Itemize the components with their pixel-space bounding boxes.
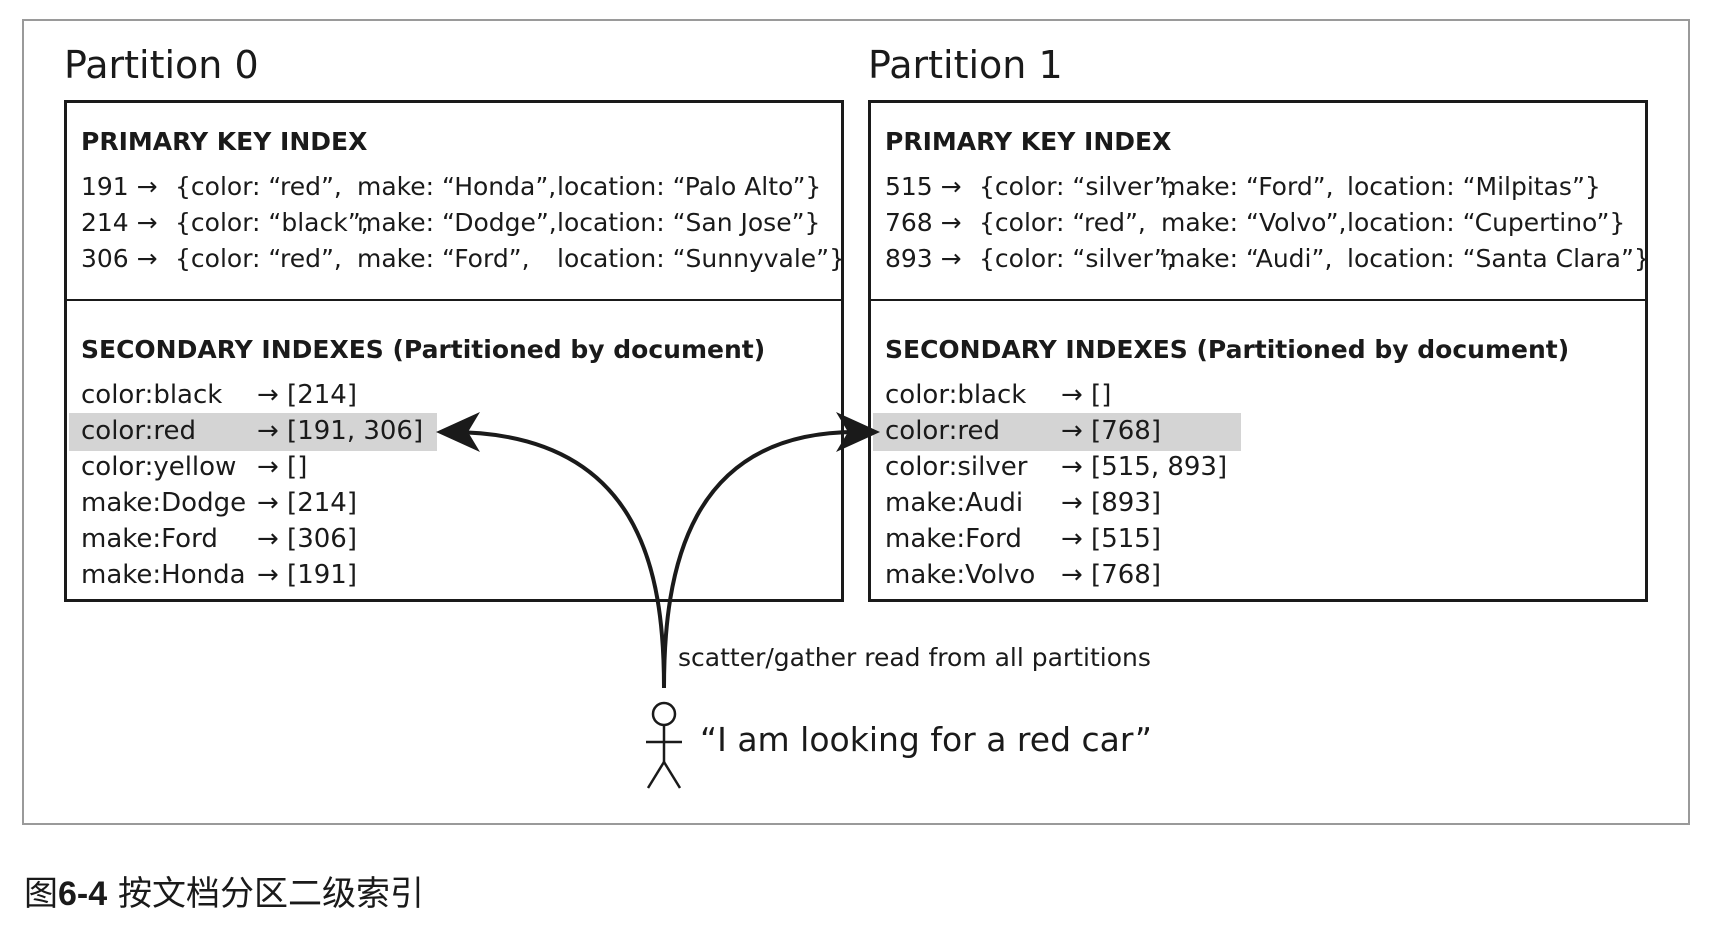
caption-number: 6-4 [58,875,108,913]
partition-1-primary-title: PRIMARY KEY INDEX [885,127,1172,156]
partition-0-primary-title: PRIMARY KEY INDEX [81,127,368,156]
partition-0-title: Partition 0 [64,43,259,87]
index-key: color:red [81,416,196,446]
partition-1-secondary-row-highlighted: color:red → [768] [885,413,1445,449]
caption-prefix: 图 [24,874,58,914]
row-location: location: “San Jose”} [557,208,821,237]
partition-1-box: PRIMARY KEY INDEX 515 → {color: “silver”… [868,100,1650,602]
row-location: location: “Santa Clara”} [1347,244,1650,273]
partition-1-title: Partition 1 [868,43,1063,87]
partition-1-secondary-row: color:black → [] [885,377,1445,413]
partition-1-secondary-row: make:Audi → [893] [885,485,1445,521]
row-location: location: “Palo Alto”} [557,172,822,201]
partition-0-highlight [69,413,437,451]
row-make: make: “Volvo”, [1161,208,1347,237]
row-color: {color: “black”, [175,208,369,237]
partition-0-secondary-row: make:Honda → [191] [81,557,641,593]
partition-1-secondary-row: make:Ford → [515] [885,521,1445,557]
index-key: make:Audi [885,488,1024,518]
index-key: color:black [81,380,223,410]
row-color: {color: “red”, [175,244,342,273]
row-id: 768 → [885,208,962,237]
partition-1-secondary-row: make:Volvo → [768] [885,557,1445,593]
user-quote: “I am looking for a red car” [700,720,1152,759]
index-key: make:Dodge [81,488,247,518]
index-value: → [] [1061,380,1112,410]
index-value: → [306] [257,524,357,554]
row-make: make: “Honda”, [357,172,557,201]
figure-caption: 图6-4 按文档分区二级索引 [24,872,424,916]
index-key: color:yellow [81,452,237,482]
row-color: {color: “silver”, [979,172,1175,201]
index-value: → [768] [1061,560,1161,590]
index-value: → [768] [1061,416,1161,446]
partition-1-divider [871,299,1645,301]
row-make: make: “Ford”, [1161,172,1334,201]
row-location: location: “Cupertino”} [1347,208,1626,237]
row-color: {color: “red”, [175,172,342,201]
partition-0-secondary-row: make:Dodge → [214] [81,485,641,521]
partition-0-divider [67,299,841,301]
index-value: → [893] [1061,488,1161,518]
index-value: → [191] [257,560,357,590]
index-value: → [214] [257,380,357,410]
row-id: 306 → [81,244,158,273]
index-key: color:black [885,380,1027,410]
partition-1-highlight [873,413,1241,451]
row-location: location: “Milpitas”} [1347,172,1601,201]
row-id: 515 → [885,172,962,201]
partition-0-secondary-title: SECONDARY INDEXES (Partitioned by docume… [81,335,766,364]
index-key: make:Honda [81,560,246,590]
partition-0-secondary-row: color:yellow → [] [81,449,641,485]
index-value: → [191, 306] [257,416,424,446]
partition-1-secondary-row: color:silver → [515, 893] [885,449,1445,485]
row-color: {color: “silver”, [979,244,1175,273]
row-make: make: “Dodge”, [357,208,557,237]
row-location: location: “Sunnyvale”} [557,244,846,273]
index-value: → [515] [1061,524,1161,554]
index-key: color:silver [885,452,1028,482]
index-key: color:red [885,416,1000,446]
row-id: 191 → [81,172,158,201]
index-value: → [515, 893] [1061,452,1228,482]
caption-text: 按文档分区二级索引 [107,874,424,914]
partition-0-box: PRIMARY KEY INDEX 191 → {color: “red”, m… [64,100,846,602]
row-make: make: “Audi”, [1161,244,1333,273]
partition-0-secondary-row: make:Ford → [306] [81,521,641,557]
row-make: make: “Ford”, [357,244,530,273]
figure-frame [22,19,1690,825]
index-value: → [214] [257,488,357,518]
index-value: → [] [257,452,308,482]
row-id: 214 → [81,208,158,237]
scatter-gather-label: scatter/gather read from all partitions [678,643,1151,672]
index-key: make:Ford [885,524,1022,554]
row-id: 893 → [885,244,962,273]
index-key: make:Ford [81,524,218,554]
row-color: {color: “red”, [979,208,1146,237]
partition-1-secondary-title: SECONDARY INDEXES (Partitioned by docume… [885,335,1570,364]
index-key: make:Volvo [885,560,1036,590]
partition-0-secondary-row-highlighted: color:red → [191, 306] [81,413,641,449]
partition-0-secondary-row: color:black → [214] [81,377,641,413]
